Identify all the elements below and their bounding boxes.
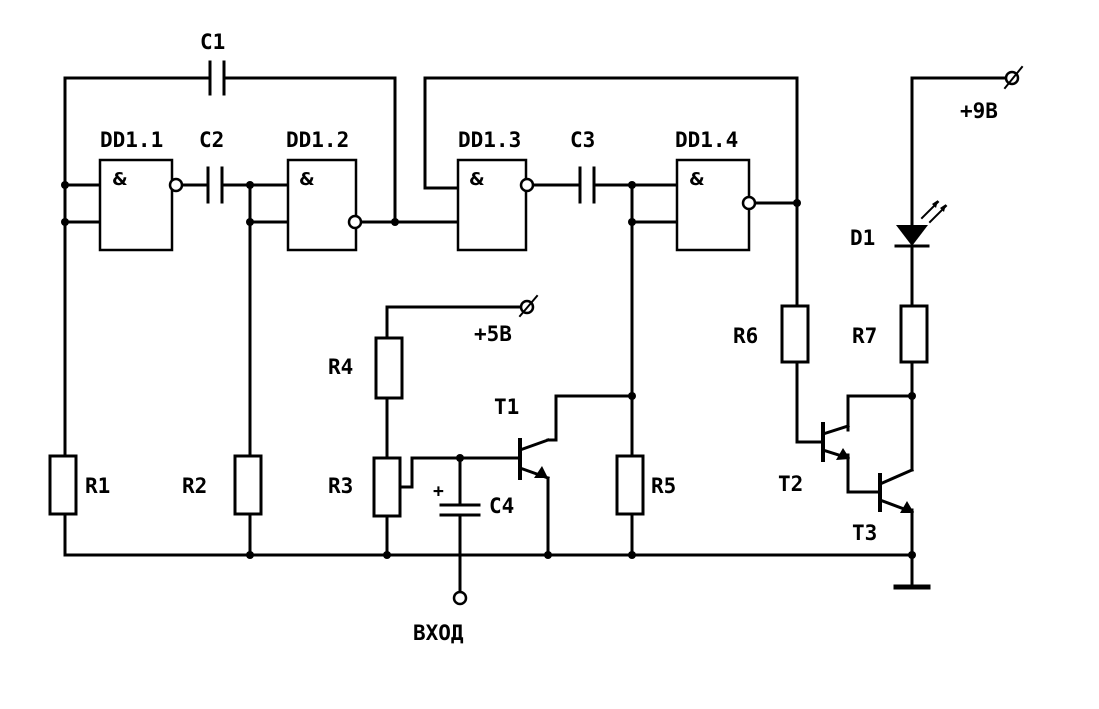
svg-text:&: & — [469, 169, 485, 190]
capacitor-c2: C2 — [199, 128, 232, 204]
svg-text:C1: C1 — [200, 30, 225, 54]
svg-text:C2: C2 — [199, 128, 224, 152]
transistor-t1: T1 — [494, 395, 550, 480]
resistor-r5: R5 — [615, 454, 676, 516]
svg-text:&: & — [689, 169, 705, 190]
gate-dd1-4: & DD1.4 — [675, 128, 757, 252]
transistor-t3: T3 — [852, 468, 914, 545]
svg-text:DD1.3: DD1.3 — [458, 128, 521, 152]
svg-text:R7: R7 — [852, 324, 877, 348]
resistor-r6: R6 — [733, 304, 810, 364]
gate-dd1-3: & DD1.3 — [456, 128, 535, 252]
svg-text:R3: R3 — [328, 474, 353, 498]
svg-text:D1: D1 — [850, 226, 875, 250]
svg-text:C3: C3 — [570, 128, 595, 152]
resistor-r1: R1 — [48, 454, 110, 516]
svg-text:&: & — [299, 169, 315, 190]
svg-text:+9B: +9B — [960, 99, 998, 123]
svg-text:T3: T3 — [852, 521, 877, 545]
junction-dots — [61, 181, 916, 559]
gate-dd1-2: & DD1.2 — [286, 128, 363, 252]
svg-text:DD1.4: DD1.4 — [675, 128, 738, 152]
capacitor-c1: C1 — [200, 30, 234, 96]
svg-text:DD1.1: DD1.1 — [100, 128, 163, 152]
svg-text:&: & — [112, 169, 128, 190]
svg-text:+5B: +5B — [474, 322, 512, 346]
terminal-plus5: +5B — [474, 294, 539, 346]
svg-text:C4: C4 — [489, 494, 514, 518]
svg-text:R6: R6 — [733, 324, 758, 348]
svg-text:R2: R2 — [182, 474, 207, 498]
resistor-r4: R4 — [328, 336, 404, 400]
transistor-t2: T2 — [778, 422, 850, 496]
terminal-input: ВХОД — [413, 590, 468, 645]
svg-text:R1: R1 — [85, 474, 110, 498]
svg-text:T1: T1 — [494, 395, 519, 419]
svg-text:R4: R4 — [328, 355, 353, 379]
svg-text:ВХОД: ВХОД — [413, 621, 464, 645]
svg-text:R5: R5 — [651, 474, 676, 498]
svg-text:+: + — [433, 481, 444, 502]
gate-dd1-1: & DD1.1 — [98, 128, 184, 252]
capacitor-c4: + C4 — [433, 481, 514, 518]
capacitor-c3: C3 — [570, 128, 604, 204]
svg-text:T2: T2 — [778, 472, 803, 496]
resistor-r3: R3 — [328, 456, 402, 518]
terminal-plus9: +9B — [960, 65, 1024, 123]
resistor-r2: R2 — [182, 454, 263, 516]
led-d1: D1 — [850, 200, 948, 250]
svg-text:DD1.2: DD1.2 — [286, 128, 349, 152]
resistor-r7: R7 — [852, 304, 929, 364]
